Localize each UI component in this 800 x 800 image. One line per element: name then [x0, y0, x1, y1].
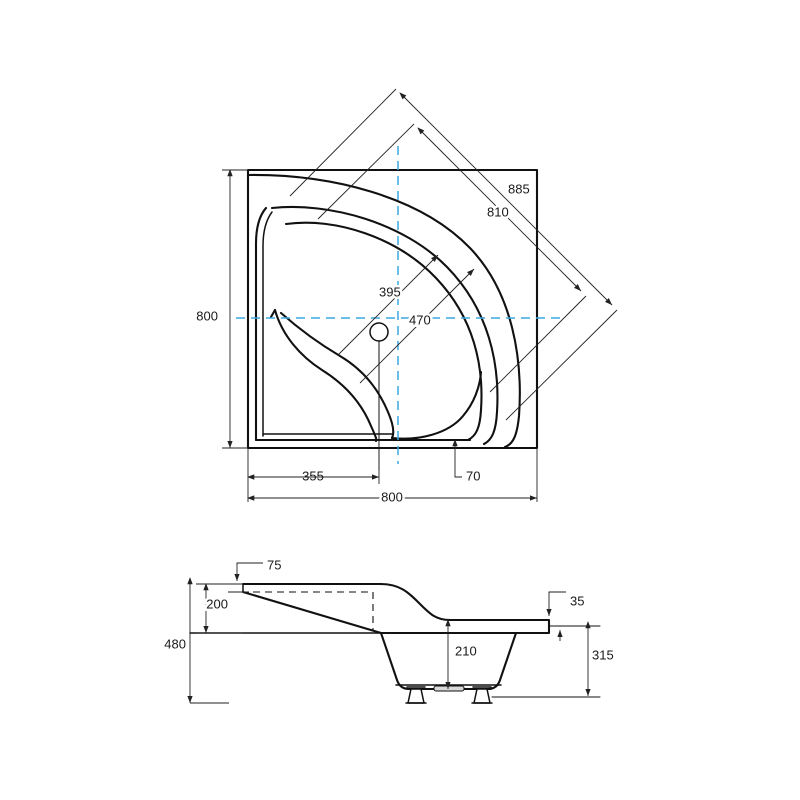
plan-seat-sweep-lower [273, 308, 378, 443]
plan-inner-bowl-curve [284, 221, 483, 442]
plan-width-800-label: 800 [381, 489, 403, 504]
plan-dim-355-label: 355 [302, 468, 324, 483]
plan-left-wall-inner [262, 211, 273, 437]
section-dim-200-label: 200 [206, 596, 228, 611]
drain-circle [369, 322, 389, 342]
plan-diag-810-label: 810 [487, 204, 509, 219]
plan-dimline-470 [359, 268, 475, 384]
section-leader-75 [234, 562, 263, 581]
section-leg-left [407, 688, 425, 704]
plan-bowl-lower-curve [390, 370, 483, 440]
plan-view-group: 800 355 70 800 885 810 395 470 [196, 88, 618, 507]
plan-dim-70-label: 70 [466, 468, 480, 483]
plan-rad-470-label: 470 [409, 312, 431, 327]
plan-diag-810-ext-a [317, 123, 415, 220]
section-top-lip-line [241, 582, 518, 622]
plan-left-wall-outer [254, 206, 268, 442]
plan-dimline-diag-810 [417, 127, 582, 292]
plan-diag-885-ext-b [505, 309, 618, 421]
section-dim-210-label: 210 [455, 643, 477, 658]
plan-left-step-tick [269, 308, 277, 319]
section-dim-480-label: 480 [164, 636, 186, 651]
section-right-rim-block [379, 618, 551, 635]
section-tub-body [379, 631, 518, 691]
plan-diag-885-label: 885 [508, 181, 530, 196]
section-apron-slope [241, 590, 383, 635]
section-leader-35 [546, 591, 566, 616]
section-dim-35-label: 35 [570, 593, 584, 608]
section-hidden-line [253, 591, 374, 630]
section-dim-75-label: 75 [267, 557, 281, 572]
section-leg-right [473, 688, 491, 704]
plan-dimline-395 [337, 254, 439, 356]
plan-height-800-label: 800 [196, 308, 218, 323]
plan-diag-810-ext-b [489, 295, 587, 393]
plan-leader-70 [452, 439, 462, 478]
section-bottom-plate [433, 685, 465, 692]
plan-diag-885-ext-a [289, 88, 397, 197]
section-dim-315-label: 315 [592, 647, 614, 662]
section-view-group: 75 200 480 35 210 315 [161, 557, 617, 704]
plan-rad-395-label: 395 [379, 284, 401, 299]
